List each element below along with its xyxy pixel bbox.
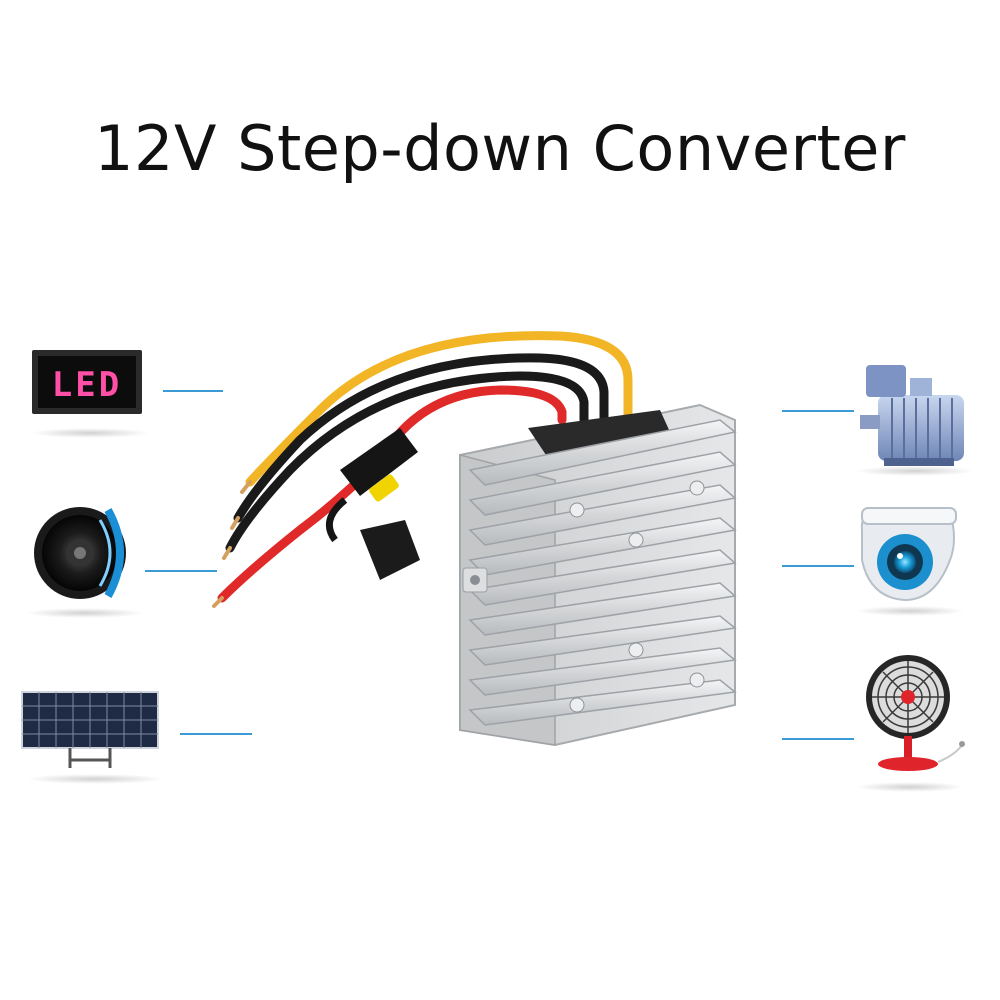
speaker-icon <box>34 507 126 599</box>
led-label: LED <box>52 365 122 405</box>
solar-panel-icon <box>21 691 159 768</box>
led-display-icon: LED <box>32 350 142 414</box>
speaker-shadow <box>25 608 145 618</box>
connector-line-solar <box>180 733 252 735</box>
heatsink-fins <box>468 419 737 726</box>
fan-shadow <box>855 782 965 792</box>
connector-line-motor <box>782 410 854 412</box>
connector-line-camera <box>782 565 854 567</box>
electric-fan-icon <box>866 655 965 771</box>
motor-shadow <box>855 466 975 476</box>
solar-shadow <box>25 774 165 784</box>
connector-line-fan <box>782 738 854 740</box>
led-shadow <box>30 428 150 438</box>
fuse-holder <box>325 428 420 580</box>
page-title: 12V Step-down Converter <box>94 112 906 185</box>
step-down-converter-icon <box>459 403 737 747</box>
security-camera-icon <box>860 507 957 602</box>
connector-line-speaker <box>145 570 217 572</box>
connector-line-led <box>163 390 223 392</box>
camera-shadow <box>855 606 965 616</box>
motor-icon <box>860 365 964 466</box>
